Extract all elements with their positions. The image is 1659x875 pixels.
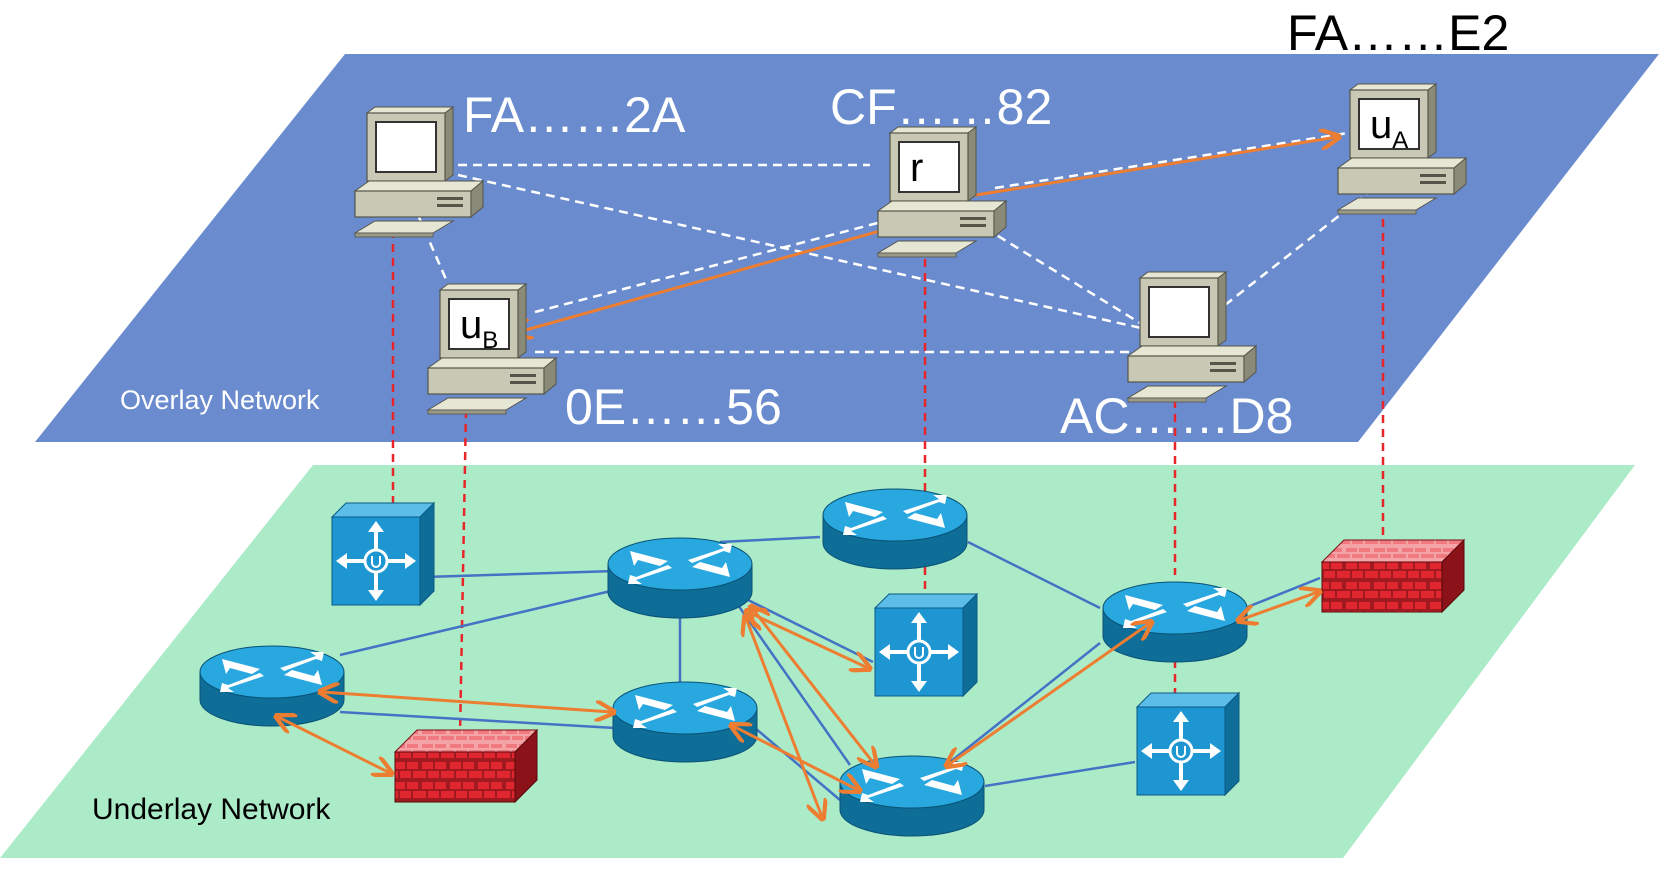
router-5[interactable] xyxy=(612,681,758,763)
node-label-0e56: 0E……56 xyxy=(565,379,782,435)
screen-label: r xyxy=(910,146,923,190)
switch-2[interactable] xyxy=(873,592,979,698)
route-arrows xyxy=(278,137,1337,817)
firewall-1[interactable] xyxy=(393,728,539,804)
node-label-fa2a: FA……2A xyxy=(463,87,686,143)
computer-fae2[interactable]: uA xyxy=(1336,83,1468,215)
screen xyxy=(375,121,437,173)
screen xyxy=(448,298,510,350)
router-6[interactable] xyxy=(839,755,985,837)
underlay-devices xyxy=(199,488,1466,837)
computer-0e56[interactable]: uB xyxy=(426,283,558,415)
screen xyxy=(1358,98,1420,150)
underlay-network-label: Underlay Network xyxy=(92,793,331,826)
router-arrows-icon xyxy=(220,652,324,692)
computer-fa2a[interactable] xyxy=(353,106,485,238)
screen xyxy=(898,141,960,193)
router-arrows-icon xyxy=(860,762,964,802)
router-arrows-icon xyxy=(628,544,732,584)
node-label-acd8: AC……D8 xyxy=(1060,388,1293,444)
router-3[interactable] xyxy=(1102,581,1248,663)
router-arrows-icon xyxy=(633,688,737,728)
screen xyxy=(1148,286,1210,338)
overlay-network-label: Overlay Network xyxy=(120,385,320,415)
router-1[interactable] xyxy=(607,537,753,619)
node-address-labels: FA……2A CF……82 FA……E2 0E……56 AC……D8 xyxy=(463,5,1509,444)
node-label-fae2: FA……E2 xyxy=(1287,5,1509,61)
overlay-nodes: r uA uB xyxy=(353,83,1468,415)
switch-3[interactable] xyxy=(1135,691,1241,797)
node-label-cf82: CF……82 xyxy=(830,79,1052,135)
computer-acd8[interactable] xyxy=(1126,271,1258,403)
router-arrows-icon xyxy=(843,495,947,535)
router-4[interactable] xyxy=(199,645,345,727)
computer-cf82[interactable]: r xyxy=(876,126,1008,258)
firewall-2[interactable] xyxy=(1320,538,1466,614)
router-2[interactable] xyxy=(822,488,968,570)
screen-label: uB xyxy=(460,303,498,354)
switch-1[interactable] xyxy=(330,501,436,607)
